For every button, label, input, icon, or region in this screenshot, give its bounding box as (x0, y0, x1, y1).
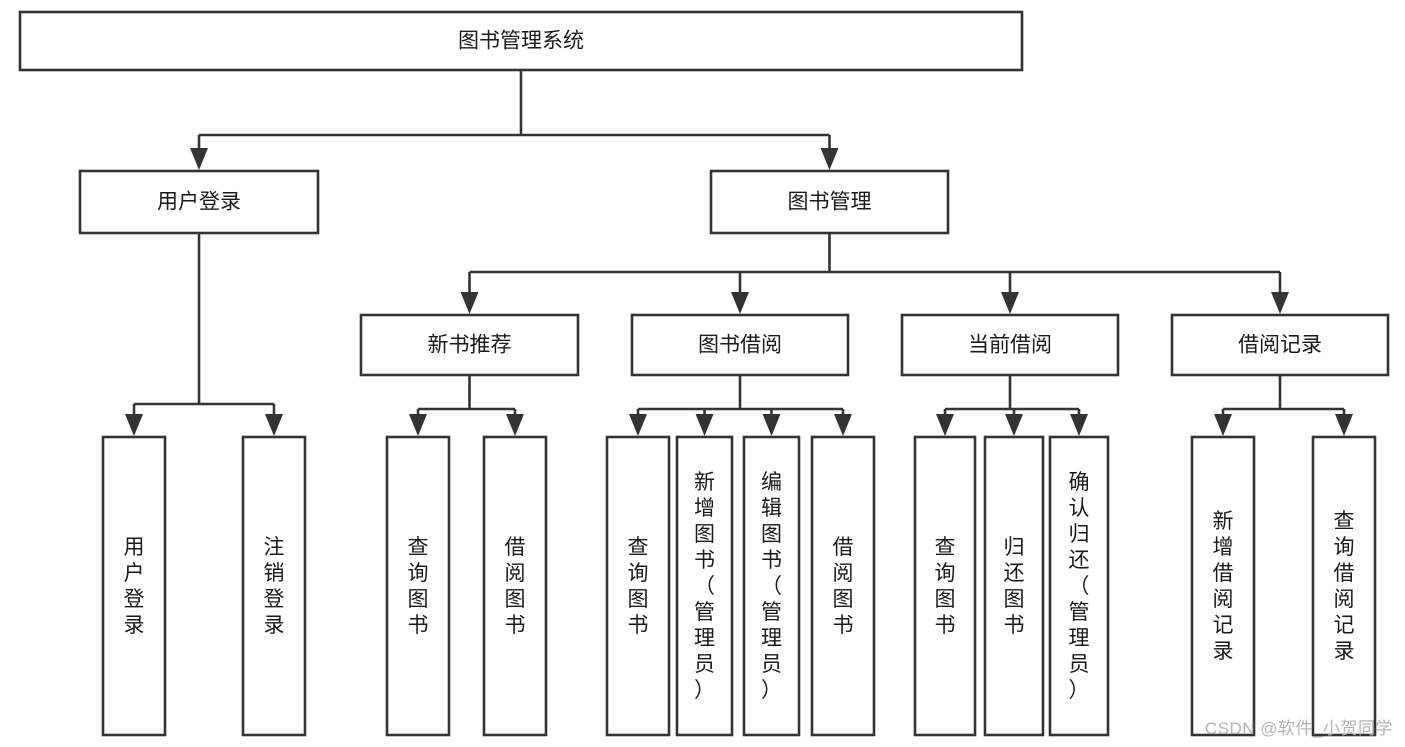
node-box (709, 169, 950, 235)
arrow-head-icon (1001, 292, 1019, 314)
node-book-borrow[interactable]: 图书借阅 (630, 313, 850, 377)
node-label: 新增借阅记录 (1213, 510, 1234, 663)
node-label: 借阅图书 (505, 536, 526, 637)
node-borrow-record[interactable]: 借阅记录 (1170, 313, 1390, 377)
node-box (78, 169, 320, 235)
arrow-head-icon (1335, 414, 1353, 436)
node-label: 用户登录 (124, 536, 145, 637)
node-label: 图书借阅 (698, 334, 782, 357)
arrow-head-icon (1070, 414, 1088, 436)
arrow-head-icon (1005, 414, 1023, 436)
node-label: 图书管理 (788, 191, 872, 214)
arrow-head-icon (506, 414, 524, 436)
node-box (241, 435, 307, 737)
node-box (18, 10, 1024, 72)
node-box (810, 435, 876, 737)
arrow-head-icon (125, 414, 143, 436)
node-label: 注销登录 (264, 536, 285, 637)
node-box (482, 435, 548, 737)
node-label: 查询图书 (935, 536, 956, 637)
watermark-text: CSDN @软件_小贺同学 (1204, 719, 1393, 738)
node-leaf-borrow-book-2[interactable]: 借阅图书 (810, 435, 876, 737)
node-leaf-query-book-3[interactable]: 查询图书 (913, 435, 977, 737)
node-box (630, 313, 850, 377)
node-leaf-confirm-return[interactable]: 确认归还（管理员） (1048, 435, 1110, 737)
node-current-borrow[interactable]: 当前借阅 (900, 313, 1120, 377)
node-label: 查询图书 (628, 536, 649, 637)
arrow-head-icon (936, 414, 954, 436)
node-box (1311, 435, 1377, 737)
node-leaf-add-record[interactable]: 新增借阅记录 (1190, 435, 1256, 737)
node-box (1190, 435, 1256, 737)
node-box (101, 435, 167, 737)
arrow-head-icon (460, 292, 479, 314)
arrow-head-icon (695, 414, 714, 436)
node-box (1048, 435, 1110, 737)
arrow-head-icon (834, 414, 852, 436)
node-box (605, 435, 671, 737)
node-box (742, 435, 801, 737)
node-label: 查询图书 (408, 536, 429, 637)
arrow-head-icon (1271, 292, 1289, 314)
node-box (359, 313, 580, 377)
node-root[interactable]: 图书管理系统 (18, 10, 1024, 72)
arrow-head-icon (731, 292, 749, 314)
arrow-head-icon (820, 148, 839, 170)
node-label: 用户登录 (157, 191, 241, 214)
node-leaf-query-book-1[interactable]: 查询图书 (385, 435, 451, 737)
node-box (1170, 313, 1390, 377)
node-label: 归还图书 (1004, 536, 1025, 637)
node-layer: 图书管理系统用户登录图书管理新书推荐图书借阅当前借阅借阅记录用户登录注销登录查询… (18, 10, 1390, 737)
node-label: 当前借阅 (968, 334, 1052, 357)
node-new-book-recommend[interactable]: 新书推荐 (359, 313, 580, 377)
arrow-head-icon (265, 414, 283, 436)
node-label: 确认归还（管理员） (1069, 471, 1090, 702)
node-leaf-edit-book[interactable]: 编辑图书（管理员） (742, 435, 801, 737)
arrow-head-icon (762, 414, 781, 436)
arrow-head-icon (409, 414, 427, 436)
node-leaf-borrow-book-1[interactable]: 借阅图书 (482, 435, 548, 737)
node-label: 新增图书（管理员） (694, 471, 715, 702)
node-box (900, 313, 1120, 377)
node-box (385, 435, 451, 737)
node-leaf-user-login[interactable]: 用户登录 (101, 435, 167, 737)
node-label: 借阅记录 (1238, 334, 1322, 357)
node-leaf-add-book[interactable]: 新增图书（管理员） (675, 435, 734, 737)
node-label: 图书管理系统 (458, 30, 584, 53)
arrow-head-icon (1214, 414, 1232, 436)
node-leaf-logout[interactable]: 注销登录 (241, 435, 307, 737)
node-leaf-query-book-2[interactable]: 查询图书 (605, 435, 671, 737)
node-label: 借阅图书 (833, 536, 854, 637)
node-box (675, 435, 734, 737)
node-book-management[interactable]: 图书管理 (709, 169, 950, 235)
arrow-head-icon (629, 414, 647, 436)
node-leaf-query-record[interactable]: 查询借阅记录 (1311, 435, 1377, 737)
node-label: 查询借阅记录 (1334, 510, 1355, 663)
node-leaf-return-book[interactable]: 归还图书 (983, 435, 1045, 737)
node-label: 编辑图书（管理员） (761, 471, 782, 702)
node-box (983, 435, 1045, 737)
connector-layer (125, 70, 1353, 436)
node-user-login[interactable]: 用户登录 (78, 169, 320, 235)
node-box (913, 435, 977, 737)
node-label: 新书推荐 (428, 334, 512, 357)
arrow-head-icon (190, 148, 208, 170)
